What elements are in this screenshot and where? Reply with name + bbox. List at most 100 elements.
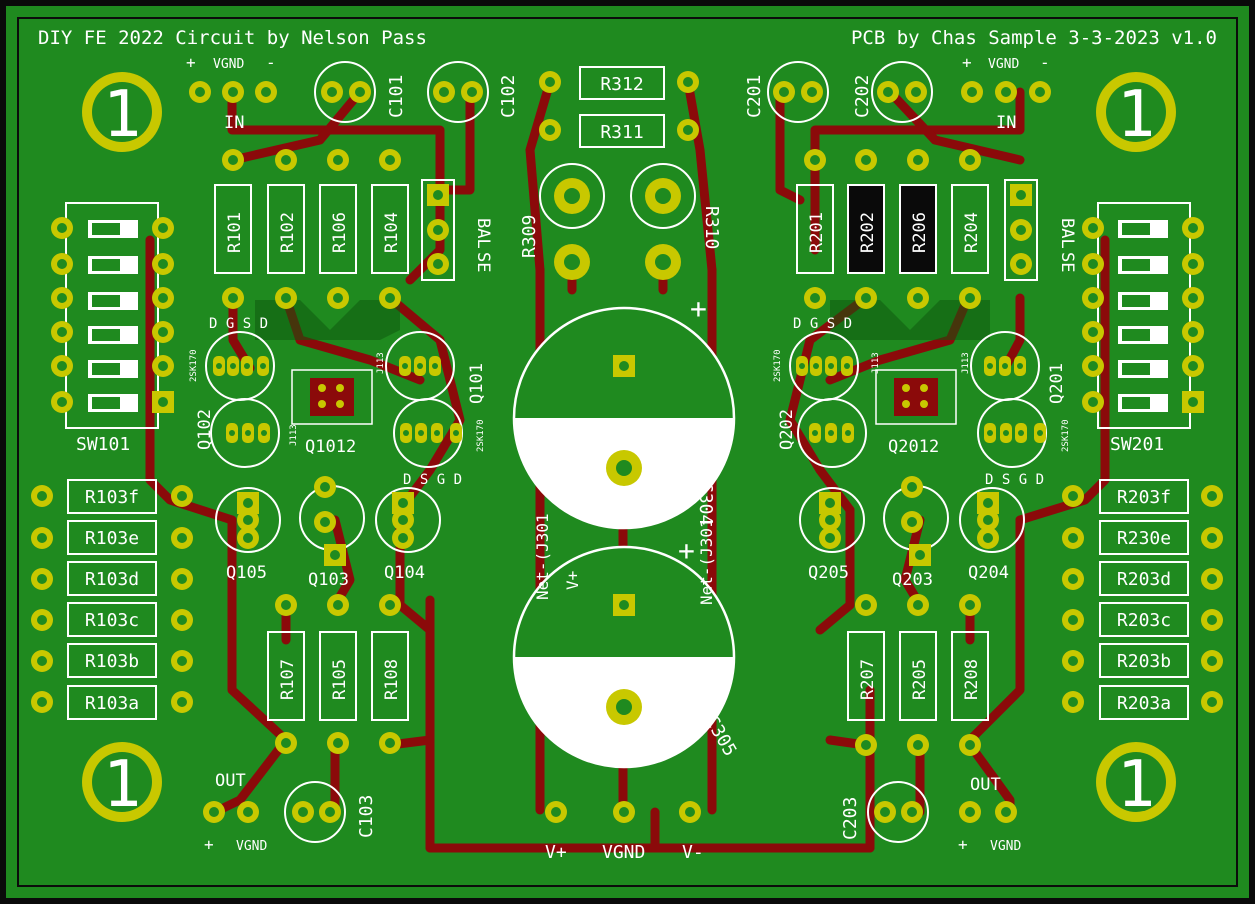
svg-text:2SK170: 2SK170 — [773, 349, 783, 382]
transistor-q205: Q205 — [799, 487, 865, 583]
svg-text:R107: R107 — [278, 659, 298, 700]
cap-c203: C203 — [840, 781, 929, 843]
svg-text:+: + — [958, 835, 968, 854]
svg-text:SW101: SW101 — [76, 434, 130, 455]
svg-text:BAL: BAL — [473, 218, 493, 249]
svg-text:D S G D: D S G D — [985, 472, 1044, 488]
resistor-bank-r103: R103f R103e R103d R103c R103b R103a — [31, 479, 193, 720]
transistor-q105: Q105 — [215, 487, 281, 583]
svg-text:C201: C201 — [744, 75, 765, 118]
svg-text:R103b: R103b — [85, 651, 139, 672]
svg-text:2SK170: 2SK170 — [1061, 419, 1071, 452]
resistor-r207: R207 — [847, 594, 885, 756]
svg-text:Q203: Q203 — [892, 570, 933, 590]
svg-text:SW201: SW201 — [1110, 434, 1164, 455]
svg-text:R103a: R103a — [85, 693, 139, 714]
svg-text:R103c: R103c — [85, 610, 139, 631]
transistor-q104: D S G D Q104 — [375, 472, 462, 583]
svg-text:R104: R104 — [382, 212, 402, 253]
svg-text:R203b: R203b — [1117, 651, 1171, 672]
power-connector: V+ VGND V- — [545, 801, 704, 863]
svg-text:R103d: R103d — [85, 569, 139, 590]
svg-text:R101: R101 — [225, 212, 245, 253]
resistor-r309: R309 — [519, 163, 605, 280]
svg-text:R208: R208 — [962, 659, 982, 700]
svg-text:SE: SE — [473, 252, 493, 272]
resistor-r107: R107 — [267, 594, 305, 754]
svg-text:R106: R106 — [330, 212, 350, 253]
mounting-hole-tr: 1 — [1096, 72, 1176, 152]
mounting-hole-br: 1 — [1096, 742, 1176, 822]
cap-c102: C102 — [427, 61, 519, 123]
board-border — [17, 17, 1238, 887]
resistor-r102: R102 — [267, 149, 305, 309]
svg-text:R102: R102 — [278, 212, 298, 253]
svg-text:R311: R311 — [600, 122, 643, 143]
svg-text:Q102: Q102 — [195, 409, 215, 450]
net-label-left: Net-(J301 — [533, 513, 552, 600]
jfet-area-left: D G S D 2SK170 Q102 J113 Q101 J113 2SK17… — [189, 316, 487, 468]
svg-text:Q1012: Q1012 — [305, 437, 356, 457]
svg-text:J113: J113 — [376, 352, 386, 374]
transistor-q103: Q103 — [299, 476, 365, 590]
svg-text:IN: IN — [224, 113, 244, 133]
svg-text:C101: C101 — [386, 75, 407, 118]
svg-text:VGND: VGND — [988, 57, 1019, 72]
svg-text:R201: R201 — [807, 212, 827, 253]
svg-text:Q103: Q103 — [308, 570, 349, 590]
resistor-r101: R101 — [214, 149, 252, 309]
resistor-r105: R105 — [319, 594, 357, 754]
svg-text:1: 1 — [103, 78, 142, 152]
resistor-r206: R206 — [899, 149, 937, 309]
svg-text:IN: IN — [996, 113, 1016, 133]
bal-se-header-right: BAL SE — [1004, 179, 1077, 281]
svg-text:R203f: R203f — [1117, 487, 1171, 508]
svg-text:R105: R105 — [330, 659, 350, 700]
svg-text:C203: C203 — [840, 797, 861, 840]
svg-text:Q204: Q204 — [968, 563, 1009, 583]
svg-text:+: + — [204, 835, 214, 854]
svg-text:1: 1 — [103, 748, 142, 822]
mounting-hole-tl: 1 — [82, 72, 162, 152]
svg-text:1: 1 — [1117, 78, 1156, 152]
bal-se-header-left: BAL SE — [421, 179, 493, 281]
svg-text:-: - — [1040, 53, 1050, 72]
resistor-r106: R106 — [319, 149, 357, 309]
svg-text:VGND: VGND — [990, 839, 1021, 854]
svg-text:Q101: Q101 — [467, 363, 487, 404]
resistor-r201: R201 — [796, 149, 834, 309]
resistor-bank-r203: R203f R230e R203d R203c R203b R203a — [1062, 479, 1223, 720]
cap-c201: C201 — [744, 61, 829, 123]
svg-text:R103f: R103f — [85, 487, 139, 508]
svg-text:R202: R202 — [858, 212, 878, 253]
left-title: DIY FE 2022 Circuit by Nelson Pass — [38, 27, 427, 49]
svg-text:C102: C102 — [498, 75, 519, 118]
svg-text:VGND: VGND — [602, 842, 645, 863]
jfet-area-right: D G S D 2SK170 J113 Q202 Q201 J113 2SK17… — [773, 316, 1071, 468]
svg-text:BAL: BAL — [1057, 218, 1077, 249]
svg-text:R312: R312 — [600, 74, 643, 95]
svg-text:R230e: R230e — [1117, 528, 1171, 549]
svg-text:J113: J113 — [961, 352, 971, 374]
right-title: PCB by Chas Sample 3-3-2023 v1.0 — [851, 27, 1217, 49]
resistor-r202: R202 — [847, 149, 885, 309]
svg-text:D G S D: D G S D — [793, 316, 852, 332]
resistor-r205: R205 — [899, 594, 937, 756]
svg-text:R203a: R203a — [1117, 693, 1171, 714]
resistor-r204: R204 — [951, 149, 989, 309]
input-header-left: + VGND - IN — [186, 53, 277, 133]
svg-text:Q104: Q104 — [384, 563, 425, 583]
svg-text:Q201: Q201 — [1047, 363, 1067, 404]
svg-text:+: + — [186, 53, 196, 72]
net-label-right: Net-(J301 — [697, 518, 716, 605]
svg-text:V+: V+ — [545, 842, 567, 863]
transistor-q204: D S G D Q204 — [959, 472, 1044, 583]
svg-text:R207: R207 — [858, 659, 878, 700]
svg-text:J113: J113 — [289, 424, 299, 446]
svg-text:Q105: Q105 — [226, 563, 267, 583]
svg-text:2SK170: 2SK170 — [189, 349, 199, 382]
cap-c101: C101 — [314, 61, 407, 123]
cap-c103: C103 — [284, 781, 377, 843]
svg-text:R203d: R203d — [1117, 569, 1171, 590]
switch-sw201: SW201 — [1082, 202, 1204, 455]
